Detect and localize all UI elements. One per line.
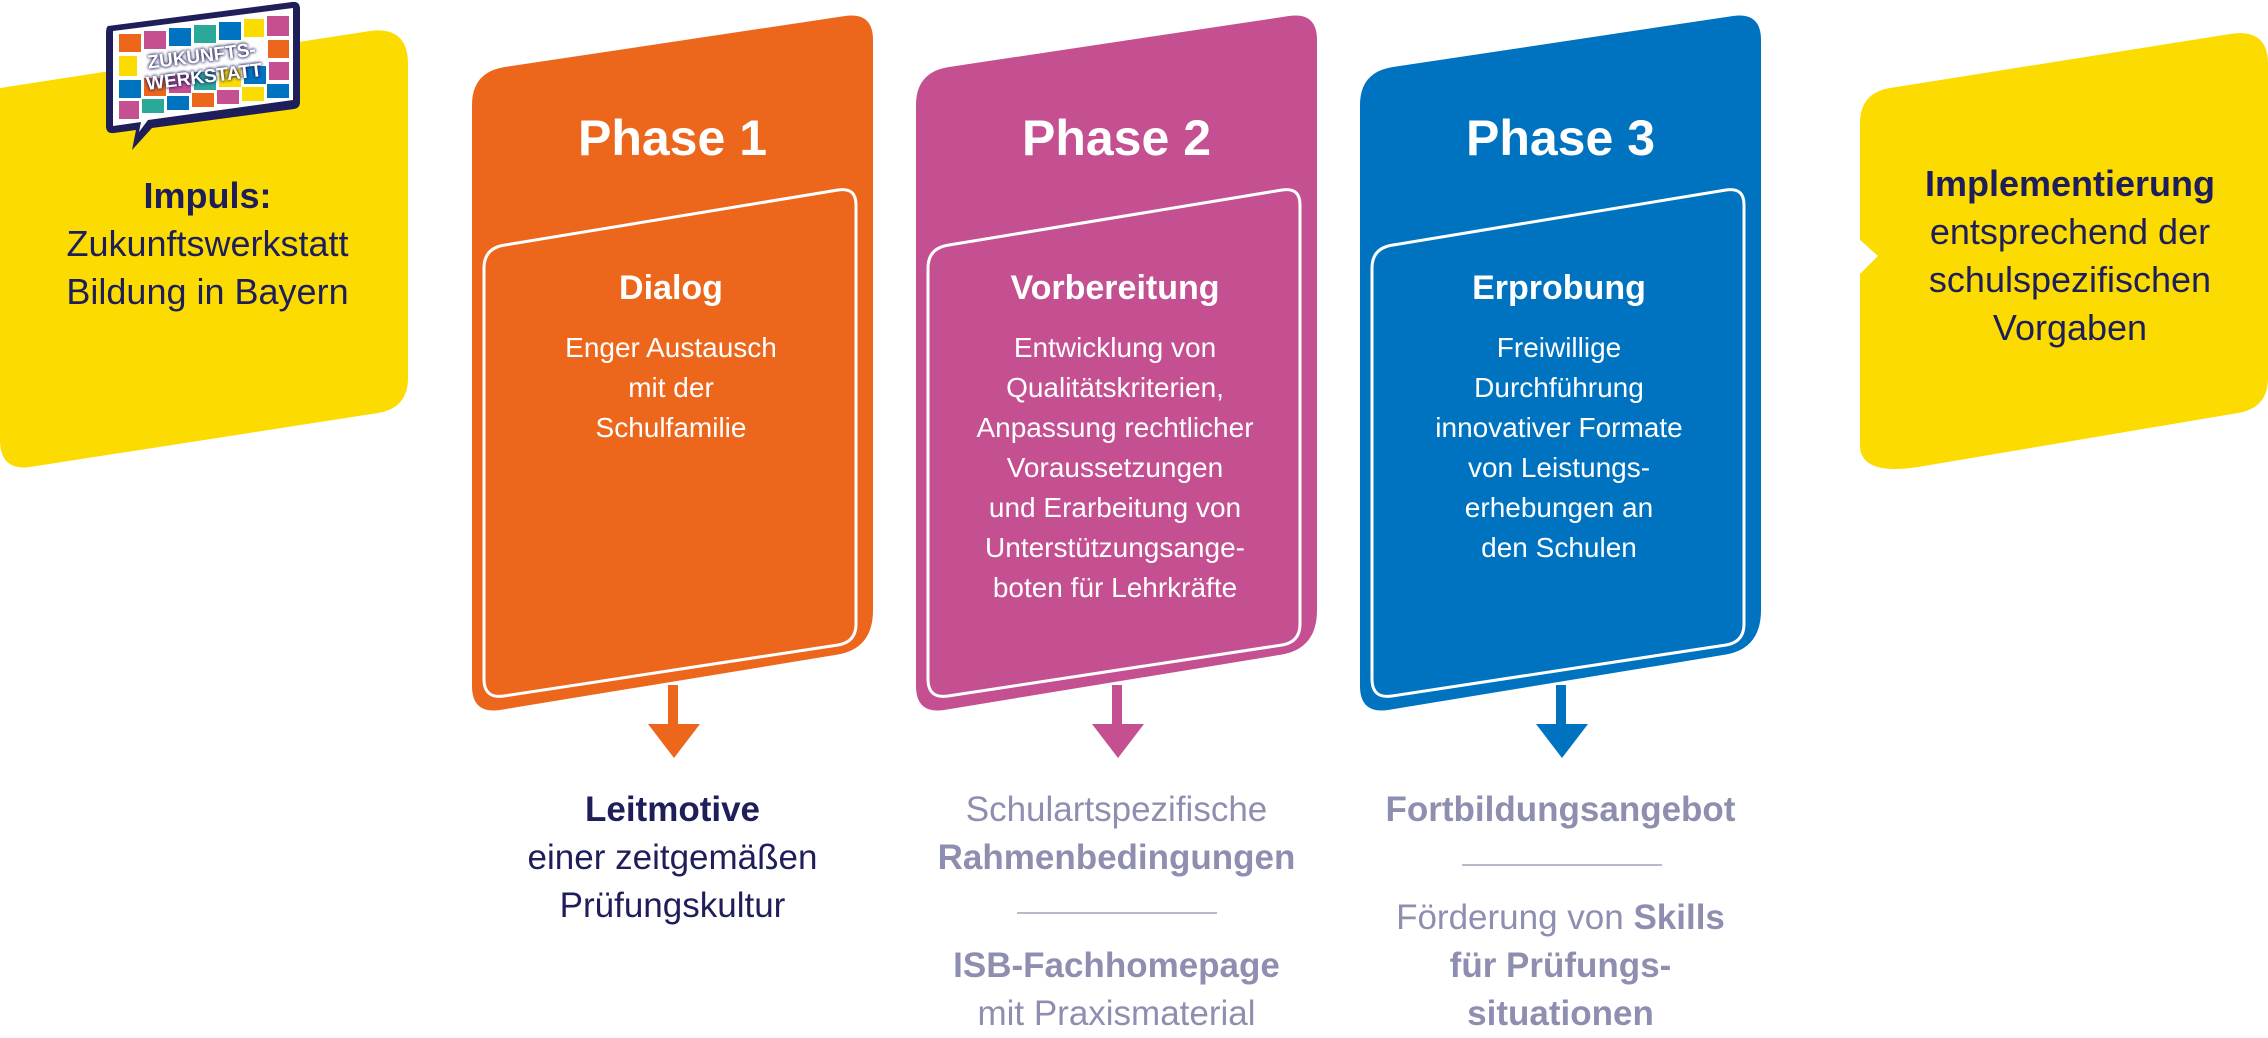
- phase-3-arrow-stem: [1556, 685, 1566, 735]
- impulse-text: Impuls: Zukunftswerkstatt Bildung in Bay…: [30, 172, 385, 316]
- phase-2-arrow-head: [1092, 724, 1144, 758]
- phase-1-description: Enger Austausch mit der Schulfamilie: [486, 328, 856, 448]
- zukunftswerkstatt-logo-icon: [106, 1, 300, 151]
- phase-2-description: Entwicklung von Qualitätskriterien, Anpa…: [930, 328, 1300, 608]
- phase-3-outcome-b-bold-1: Skills: [1633, 898, 1725, 937]
- phase-3-line: innovativer Formate: [1435, 412, 1683, 443]
- phase-2-line: Qualitätskriterien,: [1006, 372, 1224, 403]
- phase-2-line: und Erarbeitung von: [988, 492, 1242, 523]
- phase-2-outcome-b: ISB-Fachhomepage mit Praxismaterial: [906, 942, 1327, 1038]
- phase-3-outcome-b-prefix: Förderung von: [1396, 898, 1634, 937]
- phase-2-line: Entwicklung von: [1013, 332, 1217, 363]
- phase-3-title: Phase 3: [1465, 110, 1655, 166]
- phase-1-outcome-line-2: einer zeitgemäßen: [527, 838, 818, 877]
- phase-2-outcome-divider: [1017, 912, 1217, 914]
- phase-3-line: Freiwillige: [1496, 332, 1622, 363]
- phase-1-card: [472, 15, 873, 758]
- phase-1-heading: Dialog: [619, 269, 723, 307]
- phase-1-line: Schulfamilie: [595, 412, 747, 443]
- phase-3-outcome-b: Förderung von Skills für Prüfungs- situa…: [1350, 894, 1771, 1038]
- phase-2-title: Phase 2: [1021, 110, 1211, 166]
- phase-3-arrow-head: [1536, 724, 1588, 758]
- phase-3-outcome-a: Fortbildungsangebot: [1350, 786, 1771, 834]
- phase-3-line: den Schulen: [1481, 532, 1637, 563]
- phase-2-outcome-a-bold: Rahmenbedingungen: [937, 838, 1296, 877]
- phase-2-outcome-b-bold: ISB-Fachhomepage: [953, 946, 1280, 985]
- phase-3-card: [1360, 15, 1761, 758]
- implementation-text: Implementierung entsprechend der schulsp…: [1880, 160, 2260, 352]
- phase-2-line: Unterstützungsange-: [985, 532, 1245, 563]
- phase-2-arrow-stem: [1112, 685, 1122, 735]
- phase-1-arrow-head: [648, 724, 700, 758]
- phase-2-line: boten für Lehrkräfte: [992, 572, 1238, 603]
- phase-2-outcome-a: Schulartspezifische Rahmenbedingungen: [906, 786, 1327, 882]
- phase-2-heading: Vorbereitung: [1010, 269, 1220, 307]
- phase-3-outcome-b-bold-2: für Prüfungs-: [1449, 946, 1672, 985]
- phase-2-outcome-b-line-2: mit Praxismaterial: [977, 994, 1256, 1033]
- impulse-line-1: Zukunftswerkstatt: [66, 223, 349, 264]
- phase-3-line: Durchführung: [1474, 372, 1644, 403]
- phase-3-description: Freiwillige Durchführung innovativer For…: [1374, 328, 1744, 568]
- impulse-shape: [0, 30, 408, 468]
- phase-2-line: Anpassung rechtlicher: [976, 412, 1254, 443]
- phase-1-line: mit der: [628, 372, 714, 403]
- phase-3-outcome-a-bold: Fortbildungsangebot: [1385, 790, 1736, 829]
- phase-1-outcome: Leitmotive einer zeitgemäßen Prüfungskul…: [472, 786, 873, 930]
- implementation-shape: [1860, 33, 2268, 470]
- phase-1-title: Phase 1: [577, 110, 767, 166]
- phase-2-outcome-a-line-1: Schulartspezifische: [965, 790, 1268, 829]
- implementation-line-1: entsprechend der: [1929, 211, 2211, 252]
- phase-3-line: erhebungen an: [1464, 492, 1654, 523]
- phase-3-line: von Leistungs-: [1467, 452, 1651, 483]
- phase-1-line: Enger Austausch: [565, 332, 777, 363]
- implementation-label: Implementierung: [1924, 163, 2216, 204]
- implementation-line-2: schulspezifischen: [1928, 259, 2212, 300]
- phase-1-outcome-bold: Leitmotive: [584, 790, 761, 829]
- impulse-line-2: Bildung in Bayern: [66, 271, 349, 312]
- phase-1-outcome-line-3: Prüfungskultur: [559, 886, 786, 925]
- implementation-line-3: Vorgaben: [1992, 307, 2148, 348]
- phase-2-line: Voraussetzungen: [1006, 452, 1224, 483]
- phase-3-outcome-b-bold-3: situationen: [1467, 994, 1654, 1033]
- phase-1-arrow-stem: [668, 685, 678, 735]
- impulse-label: Impuls:: [143, 175, 272, 216]
- phase-3-outcome-divider: [1462, 864, 1662, 866]
- phase-2-card: [916, 15, 1317, 758]
- phase-3-heading: Erprobung: [1472, 269, 1646, 307]
